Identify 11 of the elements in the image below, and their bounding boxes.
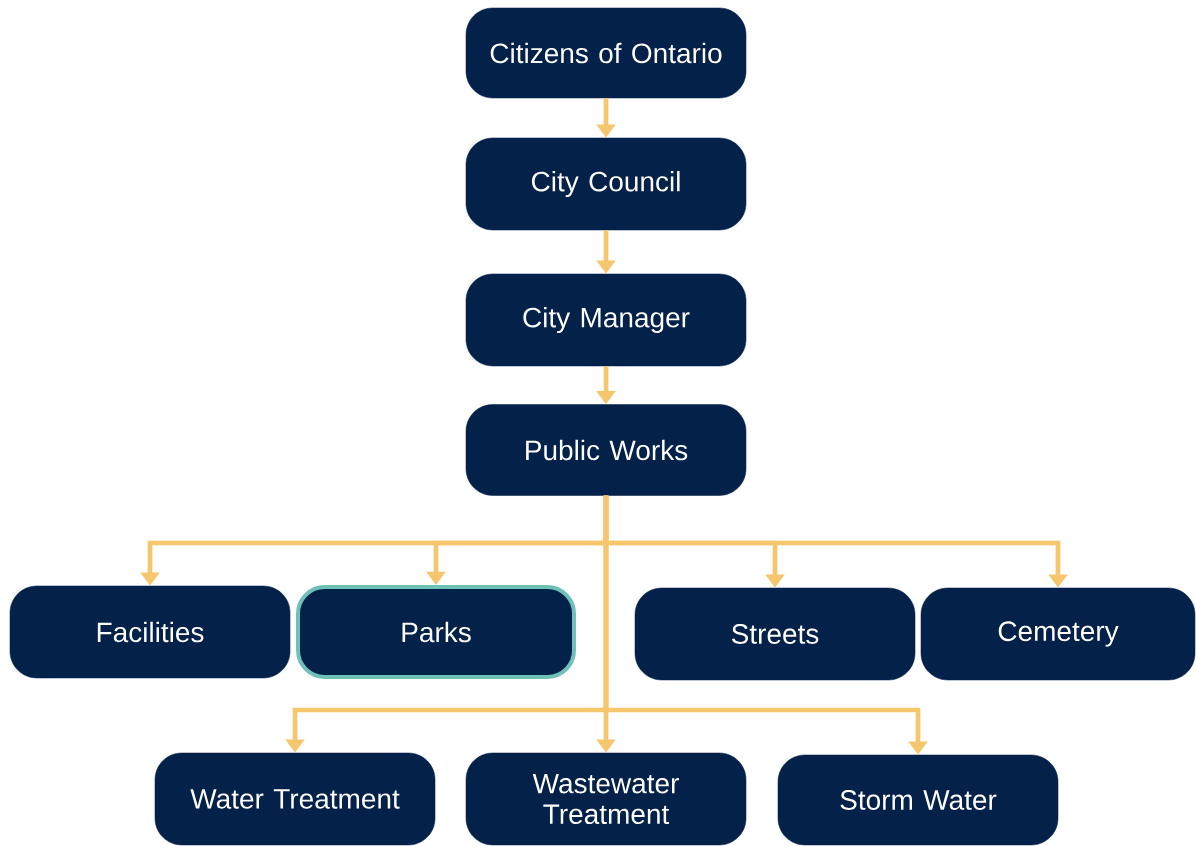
org-box: Wastewater Treatment	[465, 752, 747, 846]
org-box: Public Works	[465, 404, 747, 496]
org-box: City Council	[465, 137, 747, 231]
org-box: Parks	[296, 585, 576, 679]
org-box: City Manager	[465, 273, 747, 367]
org-box: Storm Water	[777, 754, 1059, 846]
org-box: Citizens of Ontario	[465, 7, 747, 99]
org-box: Water Treatment	[154, 752, 436, 846]
org-box: Streets	[634, 587, 916, 681]
org-box: Facilities	[9, 585, 291, 679]
org-box: Cemetery	[920, 587, 1196, 681]
